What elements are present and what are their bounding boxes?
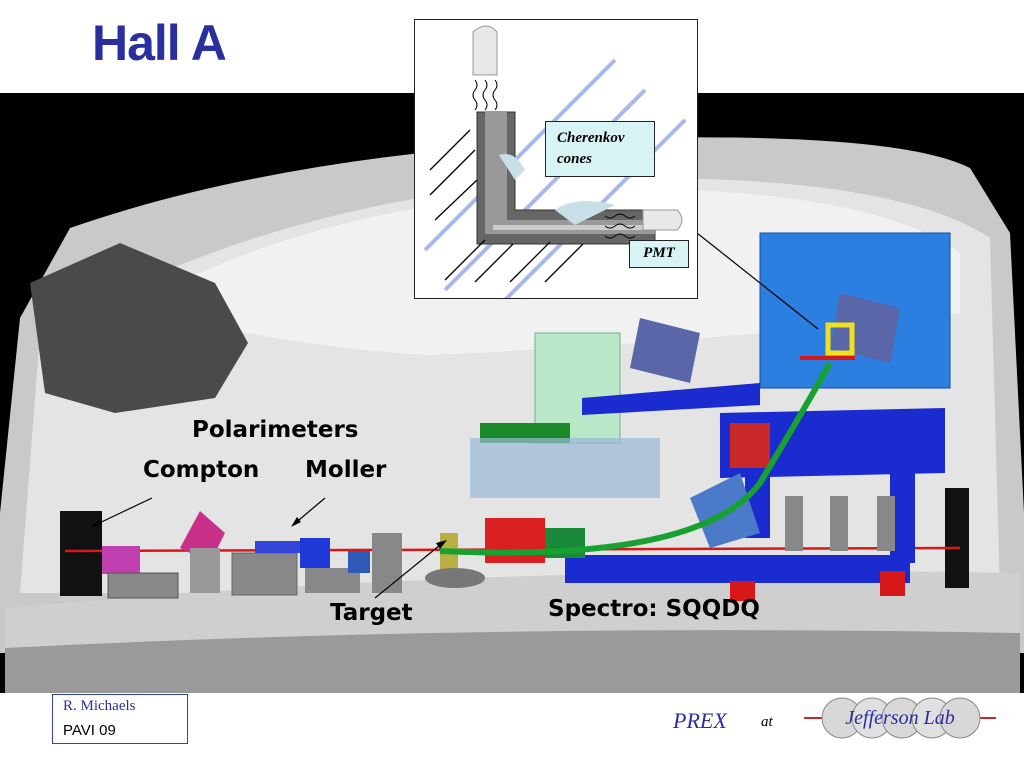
hall-a-scene (0, 93, 1024, 693)
moller-stand (231, 552, 298, 596)
moller-dipole (300, 538, 330, 568)
slide-title: Hall A (92, 15, 227, 71)
spectro-dipole-beam (582, 383, 760, 415)
cherenkov-inset: Cherenkov cones PMT (414, 19, 698, 299)
target-label: Target (330, 600, 413, 626)
experiment-name: PREX (673, 708, 727, 733)
support-foot-1 (730, 581, 755, 601)
compton-arrow (92, 497, 153, 527)
post-1 (785, 496, 803, 551)
septum-magnet (485, 518, 545, 563)
cherenkov-cones-label: Cherenkov cones (545, 121, 655, 177)
left-hrs-detector-package (630, 318, 700, 383)
right-hrs-detector-package (830, 293, 900, 363)
pmt-top-icon (472, 25, 498, 76)
support-foot-2 (880, 571, 905, 596)
post-3 (877, 496, 895, 551)
target-arrow (374, 540, 446, 599)
spectrometer-label: Spectro: SQQDQ (548, 596, 760, 622)
left-hrs-body (470, 438, 660, 498)
moller-label: Moller (305, 457, 387, 483)
pmt-right-icon (642, 209, 683, 231)
cherenkov-cone-upper (499, 154, 525, 180)
inset-pointer-line (696, 232, 819, 330)
moller-frame (372, 533, 402, 593)
particle-arrows (429, 129, 584, 283)
author-name: R. Michaels (63, 698, 136, 714)
moller-detector (348, 551, 370, 573)
pmt-label: PMT (629, 240, 689, 268)
right-doorway (945, 488, 969, 588)
event-name: PAVI 09 (63, 722, 116, 739)
compton-label: Compton (143, 457, 260, 483)
post-2 (830, 496, 848, 551)
footer-info-box: R. Michaels PAVI 09 (52, 694, 188, 744)
spectro-q3 (730, 423, 770, 468)
jefferson-lab-logo: Jefferson Lab (804, 697, 996, 739)
compton-stand (107, 572, 179, 599)
polarimeters-label: Polarimeters (192, 417, 359, 443)
svg-text:Jefferson Lab: Jefferson Lab (845, 707, 954, 729)
compton-support (190, 548, 220, 593)
hall-opening (30, 243, 248, 413)
target-base (425, 568, 485, 588)
cherenkov-cone-lower (555, 201, 615, 225)
cherenkov-drawing (423, 25, 687, 298)
at-text: at (761, 714, 773, 730)
electron-trajectory (439, 361, 833, 556)
floor-edge (5, 630, 1020, 693)
moller-quads (255, 541, 300, 553)
spectro-base (565, 555, 910, 583)
compton-magnet (102, 546, 140, 574)
detector-marker (825, 322, 855, 356)
